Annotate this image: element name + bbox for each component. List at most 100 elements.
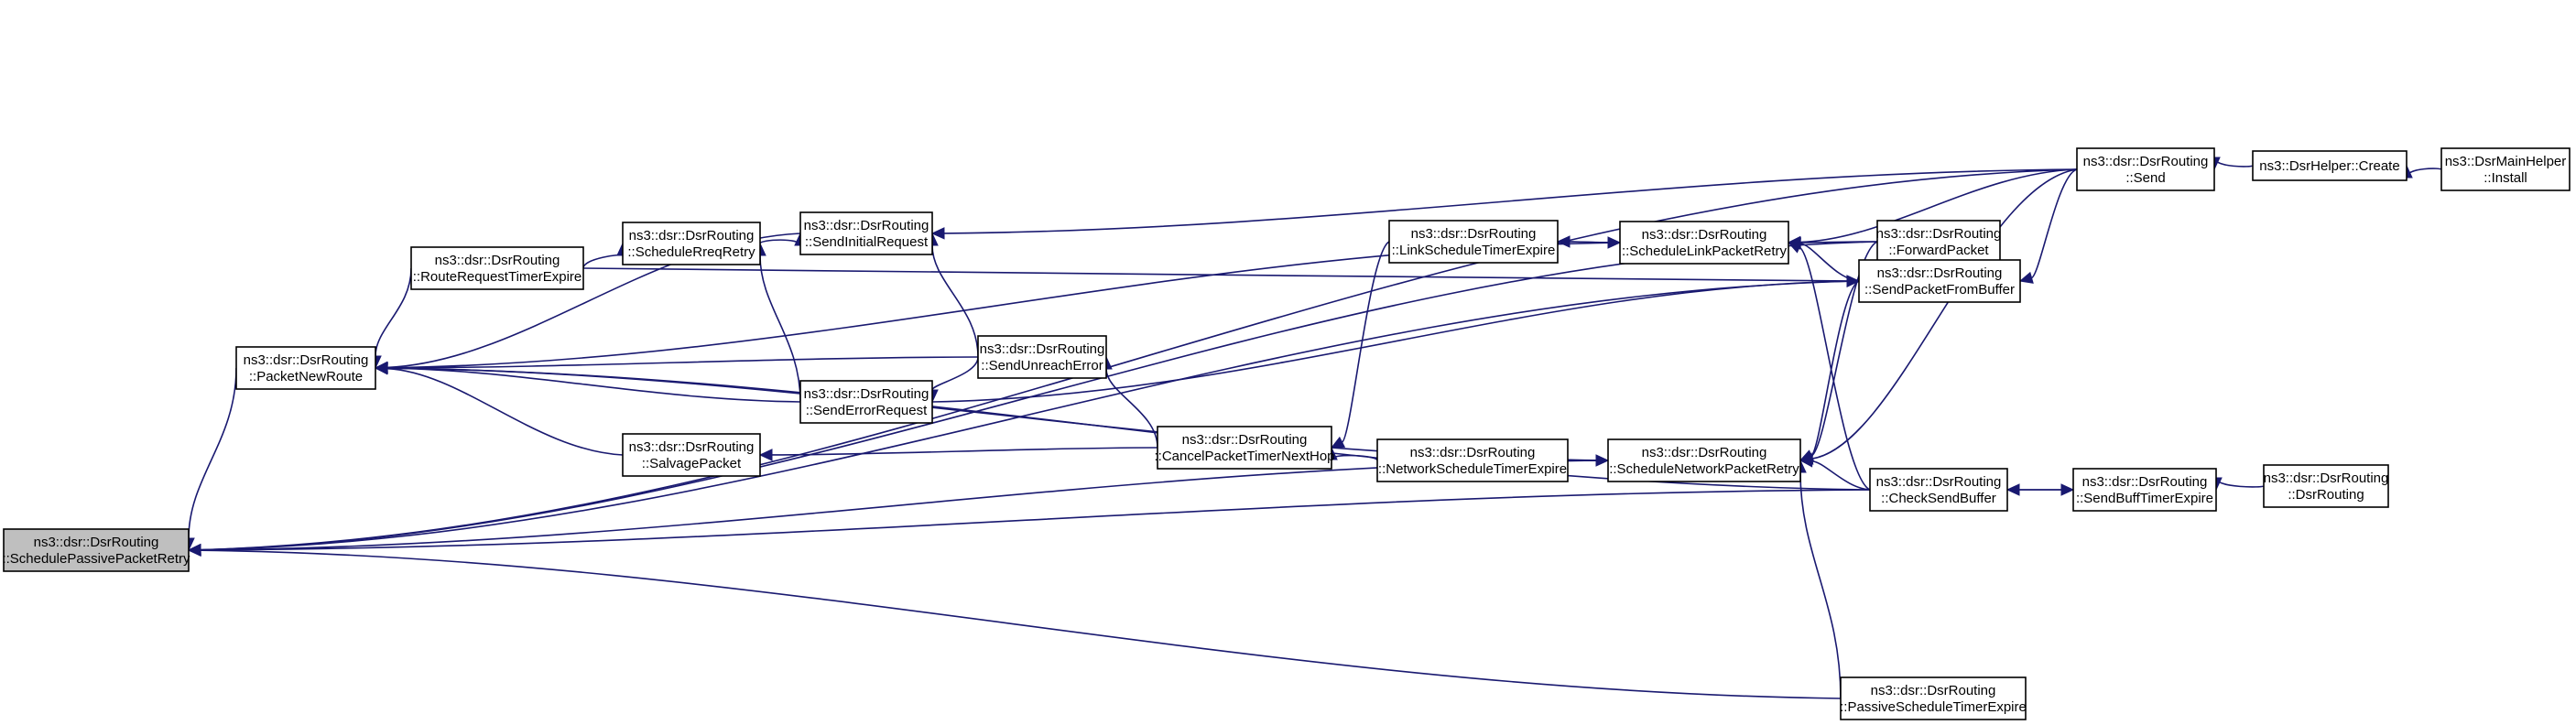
node-label-line1: ns3::dsr::DsrRouting (1642, 227, 1767, 243)
edge-pste-to-spr (187, 544, 1842, 699)
node-label-line2: ::SendUnreachError (981, 358, 1103, 373)
edge-line (2030, 168, 2078, 279)
node-rrte[interactable]: ns3::dsr::DsrRouting::RouteRequestTimerE… (410, 246, 584, 290)
edge-arrowhead (187, 544, 201, 557)
node-label-line2: ::SendBuffTimerExpire (2076, 491, 2213, 506)
node-sbte[interactable]: ns3::dsr::DsrRouting::SendBuffTimerExpir… (2072, 468, 2217, 512)
node-label-line1: ns3::DsrMainHelper (2445, 154, 2567, 169)
edge-send-to-spfb (2018, 168, 2078, 284)
node-label-line1: ns3::dsr::DsrRouting (1876, 474, 2002, 490)
node-main[interactable]: ns3::DsrMainHelper::Install (2440, 147, 2571, 191)
edge-line (1557, 241, 1609, 243)
edge-line (1799, 168, 2078, 243)
node-label-line2: ::PacketNewRoute (249, 369, 363, 384)
node-label-line2: ::CheckSendBuffer (1881, 491, 1996, 506)
edge-nste-to-snpr (1568, 454, 1610, 467)
edge-line (759, 239, 801, 246)
edge-lste-to-slpr (1557, 236, 1622, 249)
node-nste[interactable]: ns3::dsr::DsrRouting::NetworkScheduleTim… (1376, 438, 1569, 482)
edge-line (931, 280, 1848, 403)
node-label-line2: ::ScheduleNetworkPacketRetry (1609, 461, 1799, 477)
node-label-line1: ns3::dsr::DsrRouting (1182, 432, 1308, 448)
edge-ser-to-srr (754, 242, 801, 403)
edge-sue-to-ser (926, 356, 979, 404)
edge-line (582, 267, 1848, 282)
edge-line (931, 244, 979, 358)
edge-arrowhead (1846, 275, 1861, 288)
node-label-line2: ::SendInitialRequest (805, 234, 929, 250)
node-pnr[interactable]: ns3::dsr::DsrRouting::PacketNewRoute (235, 346, 376, 390)
node-label-line2: ::CancelPacketTimerNextHop (1154, 449, 1334, 464)
edge-line (1341, 241, 1390, 443)
edge-line (1799, 241, 1878, 243)
node-label-line2: ::LinkScheduleTimerExpire (1392, 243, 1556, 258)
edge-helper-to-send (2208, 157, 2254, 171)
node-slpr[interactable]: ns3::dsr::DsrRouting::ScheduleLinkPacket… (1619, 221, 1789, 265)
node-box (1376, 438, 1569, 482)
node-label-line1: ns3::dsr::DsrRouting (34, 535, 159, 550)
edge-line (1810, 280, 1860, 457)
nodes-layer: ns3::dsr::DsrRouting::SchedulePassivePac… (2, 147, 2571, 720)
node-box (1607, 438, 1801, 482)
node-sue[interactable]: ns3::dsr::DsrRouting::SendUnreachError (977, 335, 1107, 379)
edge-arrowhead (2018, 271, 2034, 284)
node-label-line1: ns3::dsr::DsrRouting (1877, 265, 2003, 281)
node-label-line2: ::SchedulePassivePacketRetry (2, 551, 190, 567)
edge-line (759, 254, 801, 403)
node-sp[interactable]: ns3::dsr::DsrRouting::SalvagePacket (622, 433, 761, 477)
node-label-line1: ns3::dsr::DsrRouting (435, 253, 560, 268)
edge-pnr-to-spr (182, 367, 237, 552)
edge-line (943, 168, 2078, 234)
node-lste[interactable]: ns3::dsr::DsrRouting::LinkScheduleTimerE… (1388, 220, 1559, 264)
edge-line (1331, 454, 1378, 461)
node-label-line2: ::ForwardPacket (1888, 243, 1989, 258)
node-pste[interactable]: ns3::dsr::DsrRouting::PassiveScheduleTim… (1840, 676, 2027, 720)
node-srr[interactable]: ns3::dsr::DsrRouting::ScheduleRreqRetry (622, 222, 761, 265)
node-box (2440, 147, 2571, 191)
node-csb[interactable]: ns3::dsr::DsrRouting::CheckSendBuffer (1869, 468, 2008, 512)
node-label-line1: ns3::dsr::DsrRouting (244, 352, 369, 368)
edge-arrowhead (758, 449, 773, 461)
node-box (1157, 426, 1332, 470)
edge-arrowhead (1799, 452, 1814, 465)
edge-line (386, 367, 801, 403)
node-box (410, 246, 584, 290)
edge-arrowhead (1787, 242, 1803, 254)
node-cptnh[interactable]: ns3::dsr::DsrRouting::CancelPacketTimerN… (1154, 426, 1335, 470)
node-label-line1: ns3::dsr::DsrRouting (629, 439, 755, 455)
edge-arrowhead (1607, 236, 1622, 249)
node-helper[interactable]: ns3::DsrHelper::Create (2252, 150, 2408, 181)
edge-rrte-to-srr (582, 242, 629, 269)
edge-line (200, 168, 2078, 551)
edge-send-to-snpr (1799, 168, 2078, 465)
node-label-line1: ns3::dsr::DsrRouting (804, 218, 929, 233)
node-box (2076, 147, 2215, 191)
edges-layer (182, 157, 2442, 699)
node-box (799, 211, 933, 255)
node-label-line2: ::SendPacketFromBuffer (1864, 282, 2015, 298)
node-box (1876, 220, 2001, 264)
edge-pste-to-snpr (1794, 459, 1842, 699)
edge-ser-to-spfb (931, 275, 1861, 403)
edge-line (2213, 157, 2254, 168)
node-box (1858, 259, 2021, 303)
edge-arrowhead (1595, 454, 1610, 467)
node-label-line2: ::ScheduleLinkPacketRetry (1622, 243, 1788, 259)
node-sir[interactable]: ns3::dsr::DsrRouting::SendInitialRequest (799, 211, 933, 255)
node-box (1388, 220, 1559, 264)
node-label-line1: ns3::dsr::DsrRouting (2264, 471, 2389, 486)
edge-rrte-to-spfb (582, 267, 1861, 287)
edge-csb-to-slpr (1787, 242, 1871, 491)
node-spr[interactable]: ns3::dsr::DsrRouting::SchedulePassivePac… (2, 528, 190, 572)
node-snpr[interactable]: ns3::dsr::DsrRouting::ScheduleNetworkPac… (1607, 438, 1801, 482)
node-send[interactable]: ns3::dsr::DsrRouting::Send (2076, 147, 2215, 191)
node-ctor[interactable]: ns3::dsr::DsrRouting::DsrRouting (2263, 464, 2389, 508)
node-box (977, 335, 1107, 379)
edge-lste-to-cptnh (1330, 241, 1390, 449)
node-ser[interactable]: ns3::dsr::DsrRouting::SendErrorRequest (799, 380, 933, 424)
node-fp[interactable]: ns3::dsr::DsrRouting::ForwardPacket (1876, 220, 2002, 264)
node-box (235, 346, 376, 390)
edge-line (188, 367, 237, 539)
node-spfb[interactable]: ns3::dsr::DsrRouting::SendPacketFromBuff… (1858, 259, 2021, 303)
